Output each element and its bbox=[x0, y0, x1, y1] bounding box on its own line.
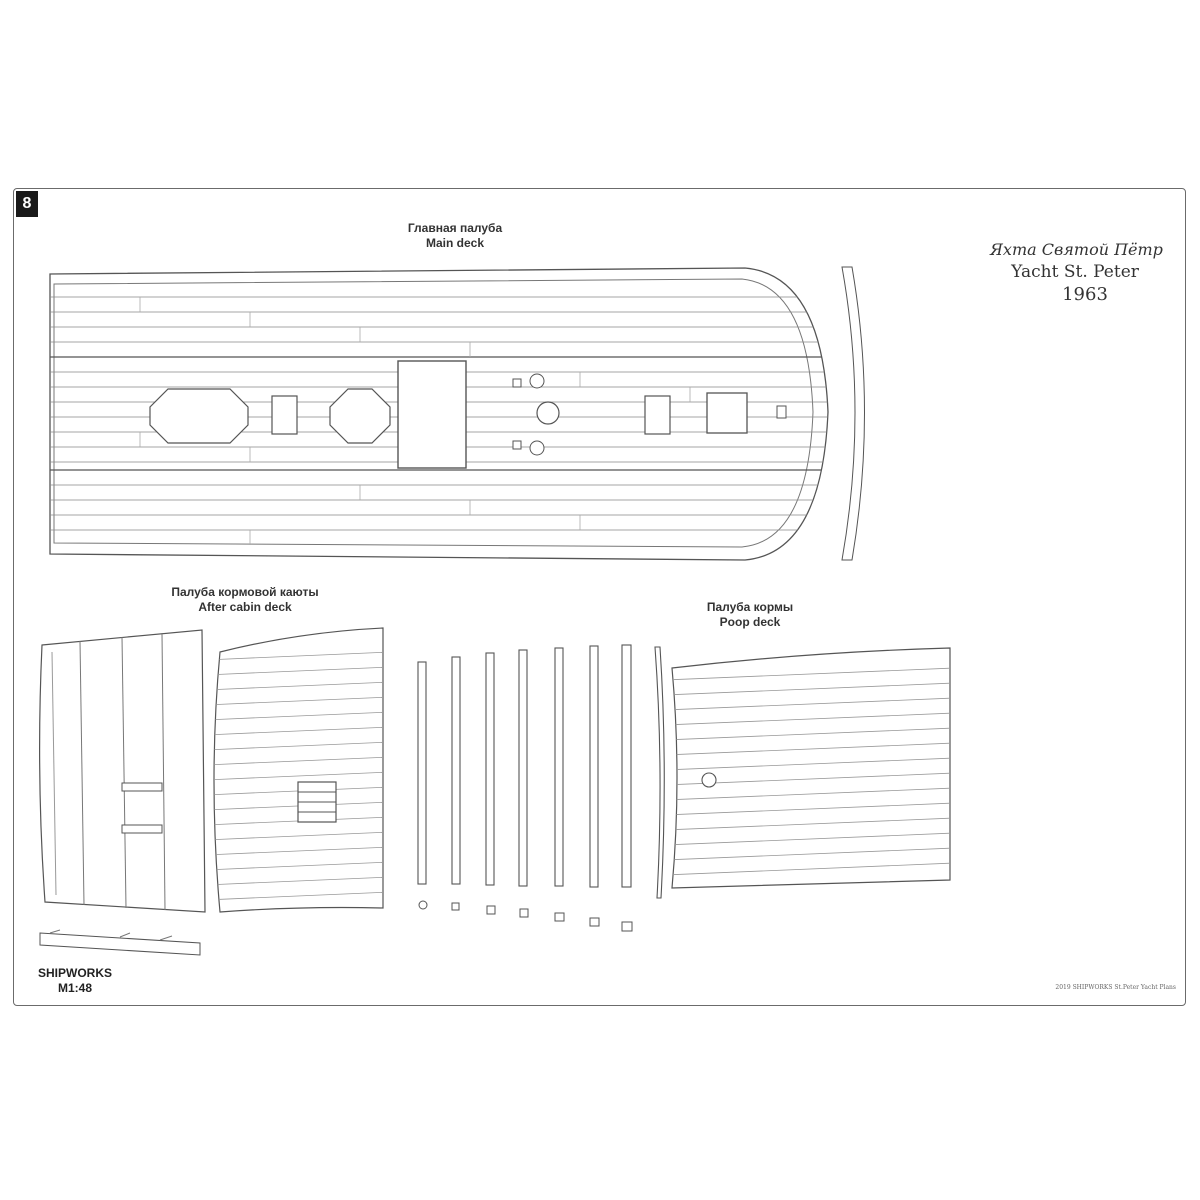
mast-hole-bottom bbox=[529, 440, 545, 456]
main-deck-plank-butts bbox=[139, 297, 691, 545]
hatch-octagon-mid bbox=[329, 388, 391, 444]
main-deck-label: Главная палуба Main deck bbox=[380, 221, 530, 251]
brand-scale: M1:48 bbox=[57, 981, 92, 995]
title-year: 1963 bbox=[1062, 284, 1108, 305]
main-deck bbox=[49, 266, 865, 561]
main-deck-outline bbox=[49, 267, 829, 561]
title-russian: Яхта Святой Пётр bbox=[990, 240, 1163, 259]
skylight-small-aft bbox=[271, 395, 298, 435]
after-cabin-deck bbox=[213, 627, 384, 913]
hatch-octagon-aft bbox=[149, 388, 249, 444]
companionway-fore bbox=[644, 395, 671, 435]
poop-deck-mast-hole bbox=[701, 772, 717, 788]
after-cabin-deck-label: Палуба кормовой каюты After cabin deck bbox=[140, 585, 350, 615]
mast-hole-main bbox=[536, 401, 560, 425]
bow-rail-piece bbox=[841, 266, 865, 561]
after-cabin-side-panel bbox=[39, 629, 206, 956]
brand-block: SHIPWORKS M1:48 bbox=[30, 966, 120, 996]
poop-deck-label-en: Poop deck bbox=[719, 615, 781, 629]
brand-logo: SHIPWORKS bbox=[37, 966, 112, 980]
forward-hatch bbox=[706, 392, 748, 434]
poop-deck-label-ru: Палуба кормы bbox=[706, 600, 794, 614]
after-cabin-deck-label-en: After cabin deck bbox=[198, 600, 292, 614]
mast-hole-top bbox=[529, 373, 545, 389]
main-hatch bbox=[397, 360, 467, 469]
poop-deck bbox=[671, 647, 951, 889]
small-fittings bbox=[418, 900, 633, 932]
small-square-bottom bbox=[512, 440, 522, 450]
plan-sheet bbox=[13, 188, 1186, 1006]
main-deck-label-ru: Главная палуба bbox=[407, 221, 503, 235]
page-number-badge: 8 bbox=[16, 191, 38, 217]
poop-deck-label: Палуба кормы Poop deck bbox=[690, 600, 810, 630]
title-english: Yacht St. Peter bbox=[1011, 262, 1139, 282]
main-deck-label-en: Main deck bbox=[425, 236, 485, 250]
after-cabin-deck-label-ru: Палуба кормовой каюты bbox=[171, 585, 319, 599]
copyright-note: 2019 SHIPWORKS St.Peter Yacht Plans bbox=[1055, 984, 1176, 991]
bow-fitting bbox=[776, 405, 787, 419]
main-deck-waterway-inner bbox=[53, 278, 814, 548]
batten-strips bbox=[417, 644, 665, 899]
small-square-top bbox=[512, 378, 522, 388]
